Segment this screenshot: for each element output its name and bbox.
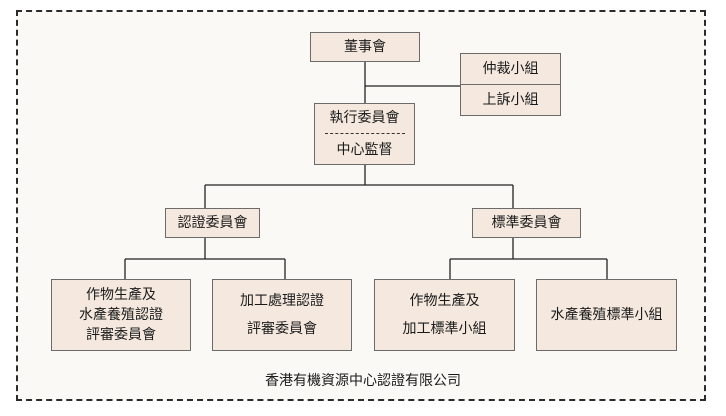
processing-review-line2: 評審委員會 <box>247 321 317 337</box>
certification-committee-box: 認證委員會 <box>165 208 260 238</box>
crop-processing-standards-line2: 加工標準小組 <box>402 321 487 337</box>
arbitration-appeal-box: 仲裁小組 上訴小組 <box>460 53 561 116</box>
arbitration-cell: 仲裁小組 <box>461 54 560 86</box>
dashed-divider <box>324 133 405 134</box>
crop-aqua-review-box: 作物生產及 水產養殖認證 評審委員會 <box>51 279 191 351</box>
standards-committee-box: 標準委員會 <box>472 208 581 238</box>
organization-caption: 香港有機資源中心認證有限公司 <box>265 373 461 389</box>
executive-committee-label: 執行委員會 <box>329 110 400 126</box>
certification-committee-label: 認證委員會 <box>177 215 248 231</box>
crop-aqua-review-line3: 評審委員會 <box>86 327 156 343</box>
aqua-standards-label: 水產養殖標準小組 <box>550 307 663 323</box>
processing-review-box: 加工處理認證 評審委員會 <box>212 279 352 351</box>
appeal-label: 上訴小組 <box>482 92 539 109</box>
aqua-standards-box: 水產養殖標準小組 <box>536 279 677 351</box>
processing-review-line1: 加工處理認證 <box>240 293 324 309</box>
standards-committee-label: 標準委員會 <box>491 215 562 231</box>
center-supervision-label: 中心監督 <box>336 142 393 158</box>
crop-aqua-review-line2: 水產養殖認證 <box>79 307 163 323</box>
board-label: 董事會 <box>344 39 386 55</box>
crop-aqua-review-line1: 作物生產及 <box>86 287 156 303</box>
executive-committee-box: 執行委員會 中心監督 <box>314 103 415 165</box>
appeal-cell: 上訴小組 <box>461 85 560 115</box>
arbitration-label: 仲裁小組 <box>482 61 539 78</box>
crop-processing-standards-line1: 作物生產及 <box>409 293 480 309</box>
board-box: 董事會 <box>310 32 420 62</box>
crop-processing-standards-box: 作物生產及 加工標準小組 <box>374 279 515 351</box>
